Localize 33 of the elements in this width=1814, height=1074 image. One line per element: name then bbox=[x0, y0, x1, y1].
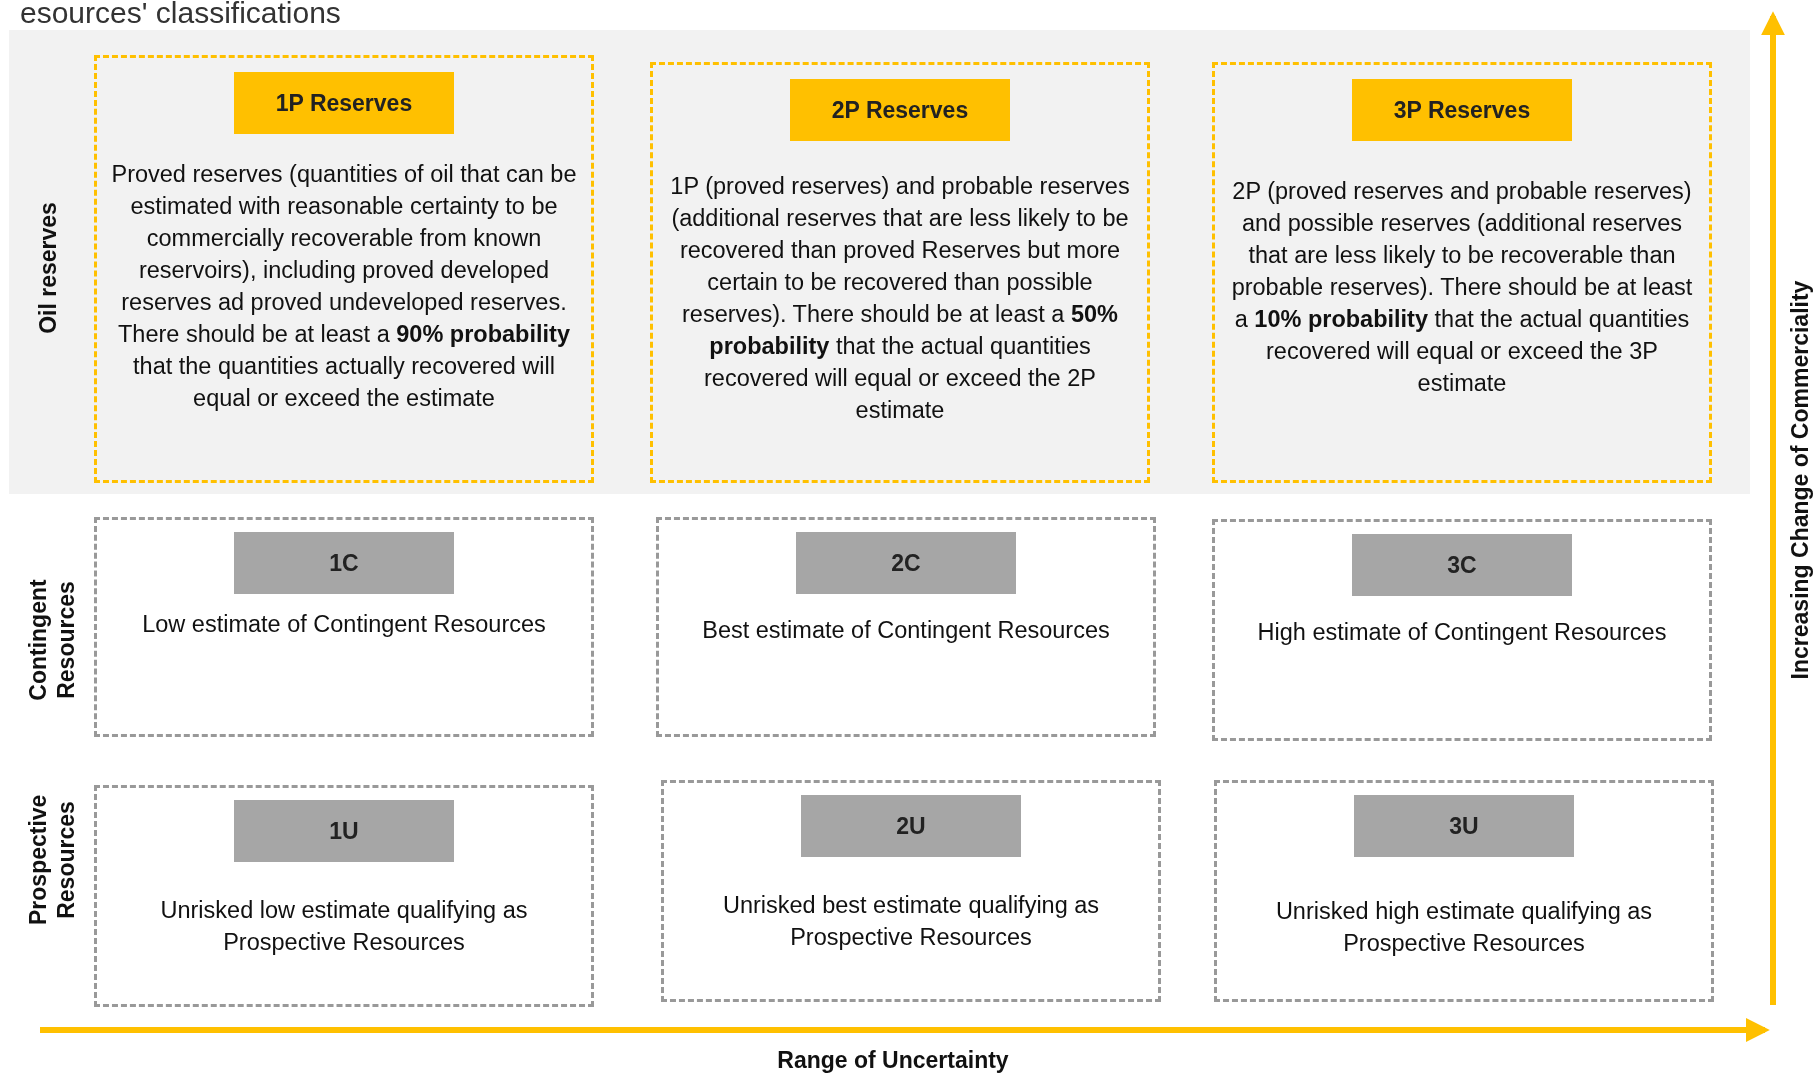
category-label: 2P Reserves bbox=[790, 79, 1010, 141]
axis-label: Increasing Change of Commerciality bbox=[1786, 279, 1814, 682]
description: High estimate of Contingent Resources bbox=[1256, 618, 1668, 647]
resource-box bbox=[661, 780, 1161, 1002]
resource-box bbox=[94, 517, 594, 737]
description: Unrisked low estimate qualifying as Prospective Resources bbox=[159, 896, 529, 957]
axis-label: Oil reserves bbox=[34, 201, 62, 336]
category-label: 3U bbox=[1354, 795, 1574, 857]
resource-box bbox=[94, 785, 594, 1007]
category-label: 3P Reserves bbox=[1352, 79, 1572, 141]
axis-label: Range of Uncertainty bbox=[776, 1046, 1010, 1074]
axis-label: Prospective Resources bbox=[24, 795, 80, 925]
category-label: 2C bbox=[796, 532, 1016, 594]
description: 1P (proved reserves) and probable reserves (additional reserves that are less likely to be recovered than proved Reserves but more certain to be recovered than possible reserves). There should be at least a 50% probability that the actual quantities recovered will equal or exceed the 2P estimate bbox=[669, 172, 1131, 425]
description: Unrisked high estimate qualifying as Prospective Resources bbox=[1274, 897, 1654, 958]
category-label: 1P Reserves bbox=[234, 72, 454, 134]
resource-box bbox=[1212, 519, 1712, 741]
category-label: 3C bbox=[1352, 534, 1572, 596]
title: esources' classifications bbox=[20, 0, 341, 30]
category-label: 2U bbox=[801, 795, 1021, 857]
resource-box bbox=[656, 517, 1156, 737]
description: Unrisked best estimate qualifying as Prospective Resources bbox=[721, 891, 1101, 952]
category-label: 1U bbox=[234, 800, 454, 862]
reserve-box bbox=[94, 55, 594, 483]
reserve-box bbox=[650, 62, 1150, 483]
description: Best estimate of Contingent Resources bbox=[701, 616, 1111, 645]
resource-box bbox=[1214, 780, 1714, 1002]
description: Proved reserves (quantities of oil that can be estimated with reasonable certainty to be commercially recoverable from known reservoirs), including proved developed reserves ad proved undeveloped reserves. There should be at least a 90% probability that the quantities actually recovered will equal or exceed the estimate bbox=[111, 160, 577, 413]
reserve-box bbox=[1212, 62, 1712, 483]
axis-label: Contingent Resources bbox=[24, 578, 80, 703]
description: 2P (proved reserves and probable reserves) and possible reserves (additional reserves that are less likely to be recoverable than probable reserves). There should be at least a 10% probability that the actual quantities recovered will equal or exceed the 3P estimate bbox=[1230, 177, 1694, 398]
category-label: 1C bbox=[234, 532, 454, 594]
description: Low estimate of Contingent Resources bbox=[141, 610, 547, 639]
